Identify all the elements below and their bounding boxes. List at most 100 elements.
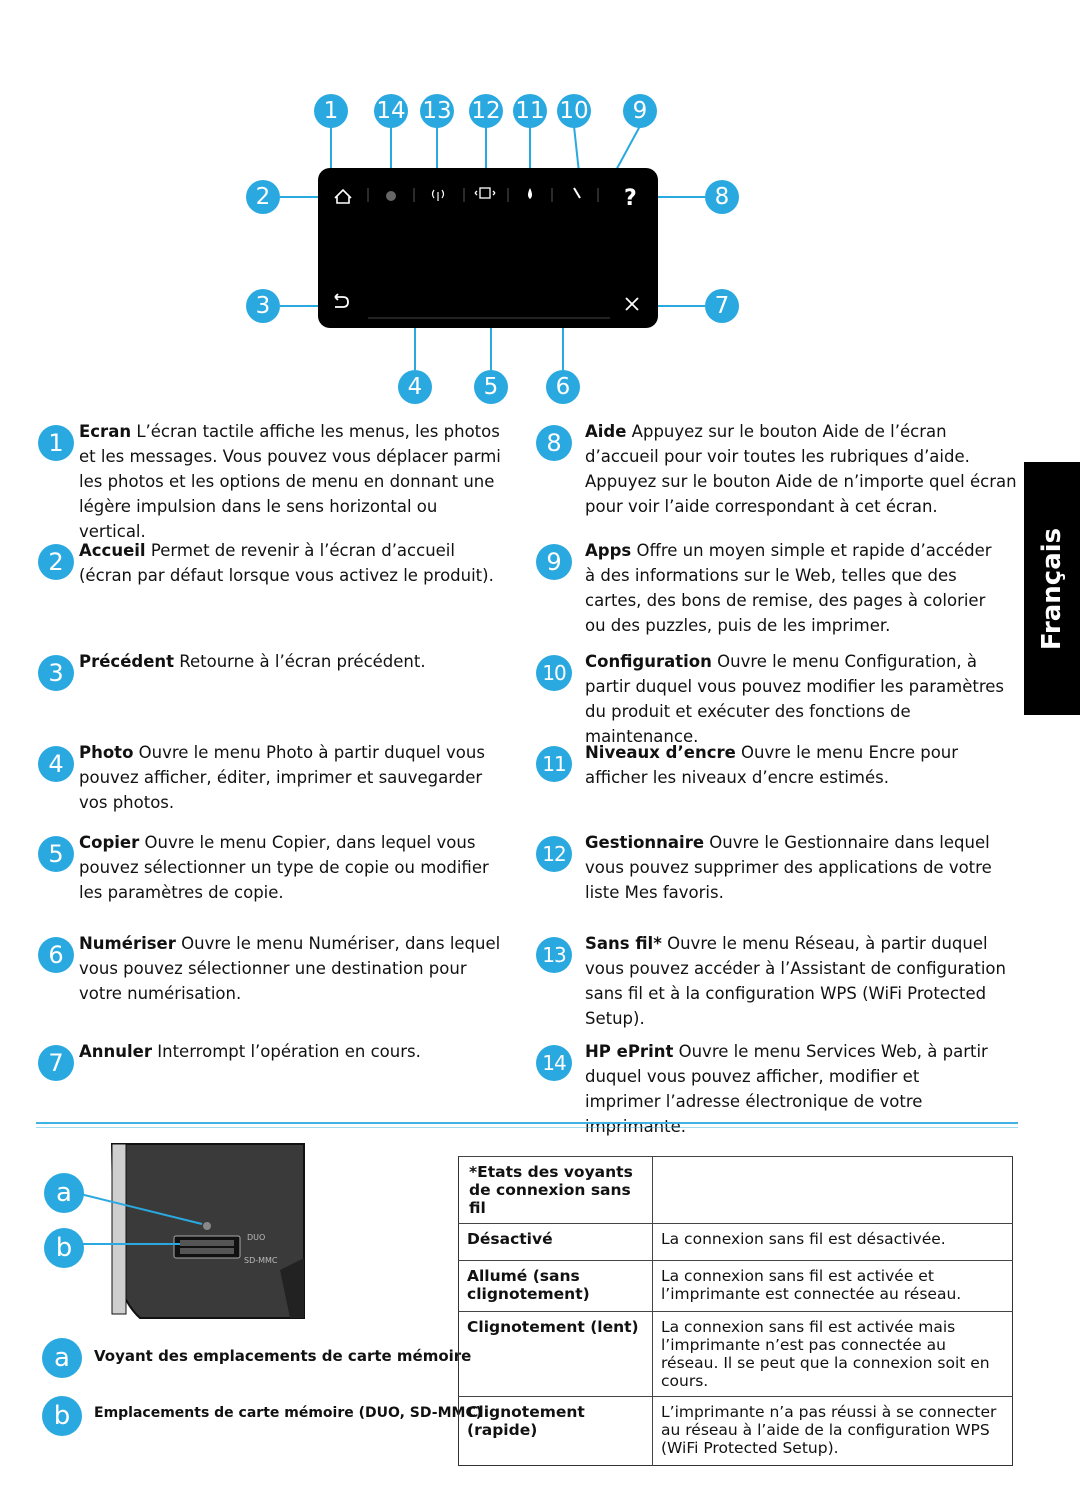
callout-13: 13	[420, 94, 454, 128]
desc-3: Précédent Retourne à l’écran précédent.	[79, 649, 507, 674]
slot-label-sdmmc: SD-MMC	[244, 1256, 278, 1265]
text: Ouvre le Gestionnaire dans lequel vous p…	[585, 833, 992, 902]
term: Aide	[585, 422, 627, 441]
table-row: Clignotement (rapide) L’imprimante n’a p…	[458, 1396, 1013, 1466]
desc-cell: La connexion sans fil est désactivée.	[652, 1223, 1013, 1261]
callout-7: 7	[705, 289, 739, 323]
touch-screen[interactable]: ?	[318, 168, 658, 328]
screen-glyphs	[334, 187, 639, 319]
state-cell: Clignotement (lent)	[458, 1311, 653, 1397]
desc-1: Ecran L’écran tactile affiche les menus,…	[79, 419, 507, 544]
desc-9: Apps Offre un moyen simple et rapide d’a…	[585, 538, 995, 638]
callout-10: 10	[557, 94, 591, 128]
state-cell: Clignotement (rapide)	[458, 1396, 653, 1466]
table-row: Allumé (sans clignotement) La connexion …	[458, 1260, 1013, 1312]
printer-side-drawing	[63, 1143, 305, 1319]
table-row: Désactivé La connexion sans fil est désa…	[458, 1223, 1013, 1261]
callout-b: b	[44, 1228, 84, 1268]
item-number: 4	[38, 746, 74, 782]
slot-label-duo: DUO	[247, 1233, 266, 1242]
item-number: 1	[38, 425, 74, 461]
term: Photo	[79, 743, 134, 762]
language-tab: Français	[1024, 462, 1080, 715]
item-number: 10	[536, 655, 572, 691]
wireless-icon	[431, 189, 445, 201]
help-icon[interactable]: ?	[624, 186, 637, 211]
section-divider	[36, 1122, 1018, 1124]
table-row: Clignotement (lent) La connexion sans fi…	[458, 1311, 1013, 1397]
item-number: 12	[536, 836, 572, 872]
text: Ouvre le menu Photo à partir duquel vous…	[79, 743, 485, 812]
item-number: 2	[38, 544, 74, 580]
setup-icon	[573, 187, 581, 199]
text: Interrompt l’opération en cours.	[152, 1042, 421, 1061]
text: Ouvre le menu Copier, dans lequel vous p…	[79, 833, 489, 902]
wireless-status-table: *Etats des voyants de connexion sans fil…	[458, 1156, 1013, 1466]
cancel-icon	[625, 297, 639, 311]
text: Offre un moyen simple et rapide d’accéde…	[585, 541, 992, 635]
desc-cell: La connexion sans fil est activée mais l…	[652, 1311, 1013, 1397]
text: Ouvre le menu Services Web, à partir duq…	[585, 1042, 988, 1136]
item-number: 6	[38, 937, 74, 973]
item-number: 5	[38, 836, 74, 872]
desc-13: Sans fil* Ouvre le menu Réseau, à partir…	[585, 931, 1015, 1031]
callout-8: 8	[705, 180, 739, 214]
term: Apps	[585, 541, 632, 560]
term: Ecran	[79, 422, 132, 441]
callout-1: 1	[314, 94, 348, 128]
term: Sans fil*	[585, 934, 662, 953]
eprint-icon	[386, 191, 396, 201]
term: Numériser	[79, 934, 176, 953]
legend-a-marker: a	[42, 1338, 82, 1378]
home-icon	[334, 188, 352, 204]
term: Annuler	[79, 1042, 152, 1061]
callout-6: 6	[546, 370, 580, 404]
ink-icon	[528, 188, 532, 199]
desc-7: Annuler Interrompt l’opération en cours.	[79, 1039, 507, 1064]
desc-cell: La connexion sans fil est activée et l’i…	[652, 1260, 1013, 1312]
term: Configuration	[585, 652, 712, 671]
desc-cell: L’imprimante n’a pas réussi à se connect…	[652, 1396, 1013, 1466]
callout-2: 2	[246, 180, 280, 214]
callout-a: a	[44, 1173, 84, 1213]
legend-b-marker: b	[42, 1396, 82, 1436]
callout-4: 4	[398, 370, 432, 404]
legend-a-text: Voyant des emplacements de carte mémoire	[94, 1347, 472, 1365]
term: Niveaux d’encre	[585, 743, 736, 762]
term: Précédent	[79, 652, 175, 671]
section-divider	[36, 1127, 1018, 1128]
text: Appuyez sur le bouton Aide de l’écran d’…	[585, 422, 1017, 516]
text: Ouvre le menu Numériser, dans lequel vou…	[79, 934, 501, 1003]
state-cell: Désactivé	[458, 1223, 653, 1261]
term: Accueil	[79, 541, 146, 560]
item-number: 13	[536, 937, 572, 973]
callout-9: 9	[623, 94, 657, 128]
state-cell: Allumé (sans clignotement)	[458, 1260, 653, 1312]
desc-11: Niveaux d’encre Ouvre le menu Encre pour…	[585, 740, 1005, 790]
callout-11: 11	[513, 94, 547, 128]
item-number: 9	[536, 544, 572, 580]
table-header-row: *Etats des voyants de connexion sans fil	[458, 1156, 1013, 1224]
callout-5: 5	[474, 370, 508, 404]
item-number: 14	[536, 1045, 572, 1081]
item-number: 11	[536, 746, 572, 782]
desc-8: Aide Appuyez sur le bouton Aide de l’écr…	[585, 419, 1017, 519]
desc-5: Copier Ouvre le menu Copier, dans lequel…	[79, 830, 507, 905]
callout-14: 14	[374, 94, 408, 128]
term: Copier	[79, 833, 140, 852]
desc-14: HP ePrint Ouvre le menu Services Web, à …	[585, 1039, 995, 1139]
text: Ouvre le menu Configuration, à partir du…	[585, 652, 1005, 746]
table-header-empty	[652, 1156, 1013, 1224]
manager-icon	[474, 187, 496, 199]
text: L’écran tactile affiche les menus, les p…	[79, 422, 501, 541]
back-icon	[334, 293, 349, 308]
desc-6: Numériser Ouvre le menu Numériser, dans …	[79, 931, 507, 1006]
item-number: 3	[38, 655, 74, 691]
callout-3: 3	[246, 289, 280, 323]
table-header: *Etats des voyants de connexion sans fil	[458, 1156, 653, 1224]
legend-b-text: Emplacements de carte mémoire (DUO, SD-M…	[94, 1405, 483, 1421]
text: Ouvre le menu Réseau, à partir duquel vo…	[585, 934, 1006, 1028]
item-number: 7	[38, 1045, 74, 1081]
desc-4: Photo Ouvre le menu Photo à partir duque…	[79, 740, 507, 815]
term: Gestionnaire	[585, 833, 705, 852]
